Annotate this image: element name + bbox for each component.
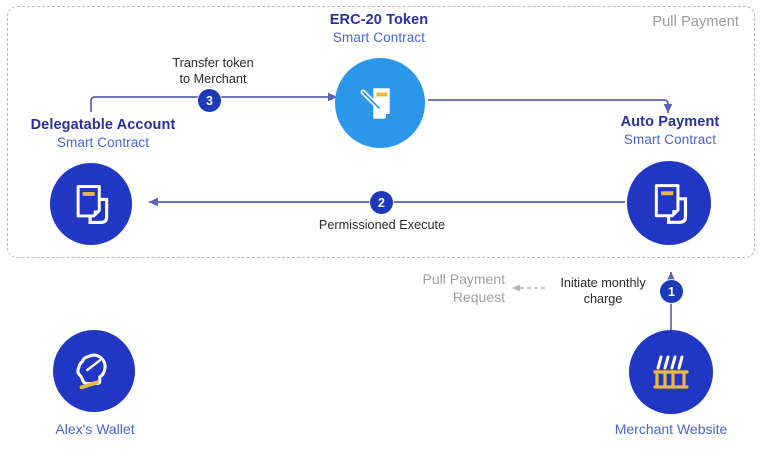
node-wallet-label: Alex's Wallet <box>55 421 135 437</box>
contract-document-icon <box>76 185 109 224</box>
node-erc20-subtitle: Smart Contract <box>332 29 426 45</box>
node-delegatable-caption: Delegatable Account Smart Contract <box>7 117 199 151</box>
contract-signing-icon <box>360 85 393 122</box>
pull-payment-group-label: Pull Payment <box>652 14 739 30</box>
node-delegatable-subtitle: Smart Contract <box>56 134 150 150</box>
node-erc20-circle[interactable] <box>335 58 425 148</box>
node-autopayment-title: Auto Payment <box>620 114 720 130</box>
node-autopayment-subtitle: Smart Contract <box>623 131 717 147</box>
edge-step1-label: Initiate monthly charge <box>560 276 646 307</box>
node-delegatable-title: Delegatable Account <box>30 117 176 133</box>
node-erc20-title: ERC-20 Token <box>329 12 429 28</box>
node-autopayment-caption: Auto Payment Smart Contract <box>592 114 748 148</box>
node-merchant-label: Merchant Website <box>614 421 728 437</box>
node-erc20-caption: ERC-20 Token Smart Contract <box>303 12 455 46</box>
storefront-icon <box>653 355 689 389</box>
node-autopayment-circle[interactable] <box>627 161 711 245</box>
edge-step3-label: Transfer token to Merchant <box>172 56 254 87</box>
node-merchant-circle[interactable] <box>629 330 713 414</box>
edge-step1-badge: 1 <box>660 280 683 303</box>
node-wallet-circle[interactable] <box>53 330 135 412</box>
user-profile-icon <box>76 353 107 390</box>
edge-step3-badge: 3 <box>198 89 221 112</box>
edge-step2-badge: 2 <box>370 191 393 214</box>
node-delegatable-circle[interactable] <box>50 163 132 245</box>
edge-pull-payment-request-label: Pull Payment Request <box>422 271 505 305</box>
pull-payment-group-box <box>7 6 755 258</box>
edge-step2-label: Permissioned Execute <box>318 218 446 232</box>
contract-document-icon <box>654 183 687 224</box>
